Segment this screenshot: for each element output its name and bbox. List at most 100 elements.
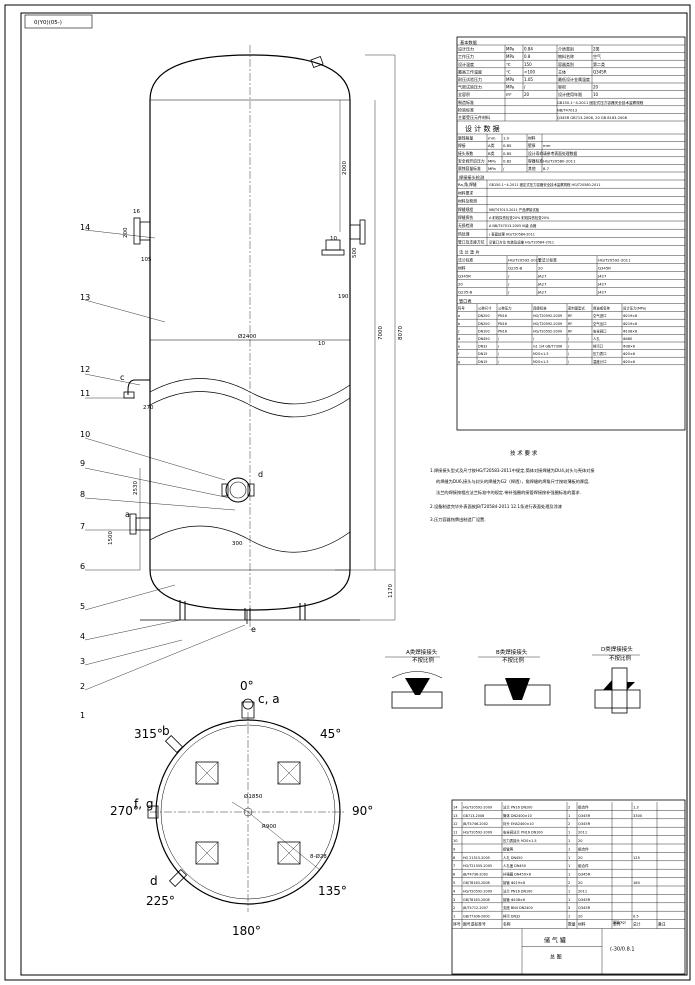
basic-cell: 气密试验压力	[458, 84, 482, 90]
basic-cell: 最高工作温度	[458, 68, 482, 74]
weld-b-scale: 不按比例	[502, 656, 525, 664]
basic-cell: ℃	[506, 62, 511, 67]
nozzle-cell: M20×1.5	[533, 352, 548, 356]
nozzle-header: 公称压力	[498, 306, 512, 311]
nozzle-header: 设计压力(MPa)	[623, 306, 647, 311]
bom-mat: 2011	[578, 889, 587, 893]
material-cell: JA27	[537, 274, 547, 279]
part-6: 6	[80, 562, 85, 571]
basic-cell: 容积	[558, 84, 566, 90]
dim-10b: 10	[330, 236, 337, 242]
nozzle-c-letter: c	[120, 373, 124, 382]
design-cell: 腐蚀裕量	[458, 136, 473, 141]
basic-cell: 20	[524, 92, 530, 97]
part-3: 3	[80, 657, 85, 666]
part-numbers: 14 13 12 11 10 9 8 7 6 5 4 3 2 1	[80, 223, 90, 720]
design-cell: B类	[488, 151, 495, 156]
corner-label: 0(Y0)(05-)	[34, 20, 62, 26]
bom-std: GB/T8163-2008	[463, 881, 490, 885]
bom-no: 12	[453, 822, 458, 826]
bom-qty: 1	[568, 915, 570, 919]
tech-line-1: 1.焊接接头型式及尺寸按HG/T20583-2011中规定,筒体对接焊缝为DU4…	[430, 467, 595, 474]
std-value: GB150.1~4-2011 固定式压力容器安全技术监察规程	[557, 100, 644, 105]
angle-sw-letter: d	[150, 874, 158, 888]
angle-270: 270°	[110, 804, 139, 818]
part-8: 8	[80, 490, 85, 499]
bom-qty: 1	[568, 889, 570, 893]
design-cell: 壁厚	[528, 143, 536, 148]
bom-qty: 1	[568, 814, 570, 818]
material-cell: 20	[538, 266, 543, 271]
angle-90: 90°	[352, 804, 373, 818]
bom-no: 8	[453, 856, 456, 860]
dim-16: 16	[133, 209, 140, 215]
nozzle-cell: b	[458, 322, 460, 326]
plan-view	[147, 698, 346, 912]
bom-qty: 1	[568, 839, 570, 843]
nozzle-header: 符号	[458, 306, 465, 311]
material-title: 法 兰 垫 片	[459, 249, 480, 256]
design-cell: 请参考表面处理数据	[543, 151, 577, 156]
bom-std: JB/T4736-2002	[462, 873, 488, 877]
nozzle-cell: /	[533, 337, 535, 341]
part-14: 14	[80, 223, 90, 232]
dim-300: 300	[232, 541, 243, 547]
bom-qty: 1	[568, 831, 570, 835]
bom-no: 13	[453, 814, 458, 818]
bom-total: 3300	[633, 814, 643, 818]
bom-no: 6	[453, 873, 456, 877]
design-cell: 焊接	[458, 143, 466, 148]
bom-qty: 1	[568, 898, 570, 902]
bom-mat: 20	[578, 839, 583, 843]
basic-cell: ℃	[506, 69, 511, 74]
bom-name: 接管等	[503, 846, 514, 851]
design-cell: 安全阀开启压力	[458, 158, 485, 163]
basic-cell: 1.05	[524, 77, 533, 82]
design-cell: 设计寿命	[528, 151, 543, 156]
design-title: 设 计 数 据	[465, 124, 500, 133]
nozzle-cell: Φ20×6	[623, 360, 635, 364]
bom-no: 2	[453, 906, 455, 910]
angle-nw-letter: b	[162, 724, 170, 738]
nozzle-cell: Φ219×8	[623, 314, 637, 318]
welding-label: 焊缝规程	[458, 207, 473, 212]
design-cell: 8.7	[543, 166, 550, 171]
bom-std: JB/T4712-2007	[462, 906, 488, 910]
material-cell: Q235-B	[458, 290, 472, 295]
bom-std: GB/T7306-2000	[463, 915, 490, 919]
bom-footer: 总计	[633, 922, 641, 927]
nozzle-cell: a	[458, 314, 460, 318]
material-cell: J427	[597, 290, 607, 295]
design-cell: MPa	[488, 158, 496, 163]
basic-cell: 设计压力	[458, 46, 474, 52]
nozzle-title: 管口表	[459, 298, 472, 305]
design-cell: 1.0	[503, 136, 510, 141]
bom-footer: 图号或标准号	[463, 922, 486, 927]
nozzle-e-letter: e	[251, 625, 256, 634]
bom-no: 5	[453, 881, 455, 885]
design-cell: 0.85	[503, 143, 512, 148]
bom-no: 9	[453, 847, 456, 851]
bom-name: 接管 Φ219×8	[503, 880, 525, 885]
nozzle-cell: DN15	[478, 352, 487, 356]
part-4: 4	[80, 632, 85, 641]
nozzle-cell: HG/T20592-2009	[533, 314, 562, 318]
basic-cell: 20	[593, 85, 599, 90]
angle-left-letters: f, g	[134, 797, 153, 811]
nozzle-cell: PN16	[498, 322, 507, 326]
basic-cell: 空气	[593, 53, 601, 59]
bom-total: 125	[633, 856, 640, 860]
design-cell: MPa	[488, 166, 496, 171]
bom-no: 7	[453, 864, 455, 868]
design-cell: 接头系数	[458, 151, 473, 156]
nozzle-cell: 空气进口	[593, 313, 607, 318]
basic-cell: 设计温度	[458, 61, 474, 67]
basic-cell: 0.84	[524, 47, 533, 52]
material-cell: 材料	[458, 266, 466, 271]
basic-cell: 2类	[593, 46, 600, 52]
bom-name: 人孔 DN450	[503, 855, 522, 860]
bom-mat: 20	[578, 881, 583, 885]
nozzle-cell: 温度计口	[593, 359, 607, 364]
basic-cell: m³	[506, 92, 512, 97]
